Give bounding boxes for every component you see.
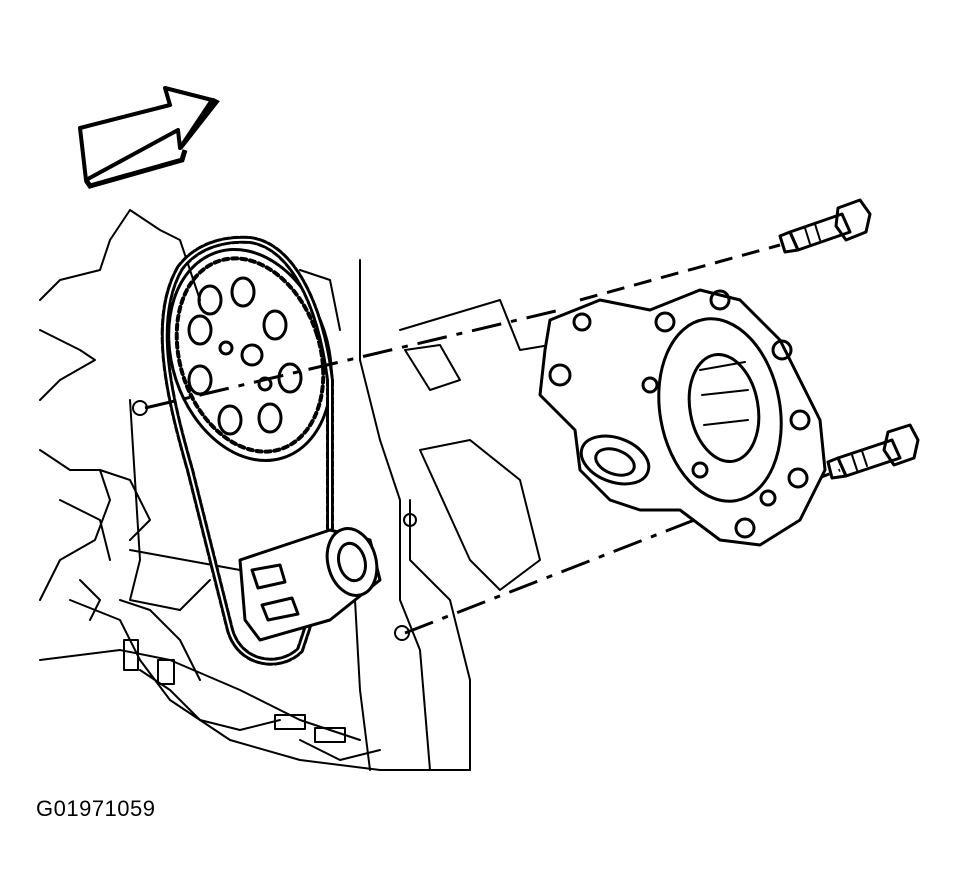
wiring-harness bbox=[123, 639, 381, 761]
engine-block bbox=[39, 209, 551, 771]
camshaft-sprocket bbox=[167, 247, 333, 463]
oil-pump bbox=[538, 288, 827, 547]
timing-chain bbox=[160, 235, 334, 666]
crankshaft-sprocket bbox=[238, 527, 382, 642]
direction-arrow bbox=[78, 86, 220, 189]
upper-bolt bbox=[778, 198, 872, 254]
figure-id-label: G01971059 bbox=[36, 796, 156, 821]
lower-bolt bbox=[826, 423, 920, 480]
